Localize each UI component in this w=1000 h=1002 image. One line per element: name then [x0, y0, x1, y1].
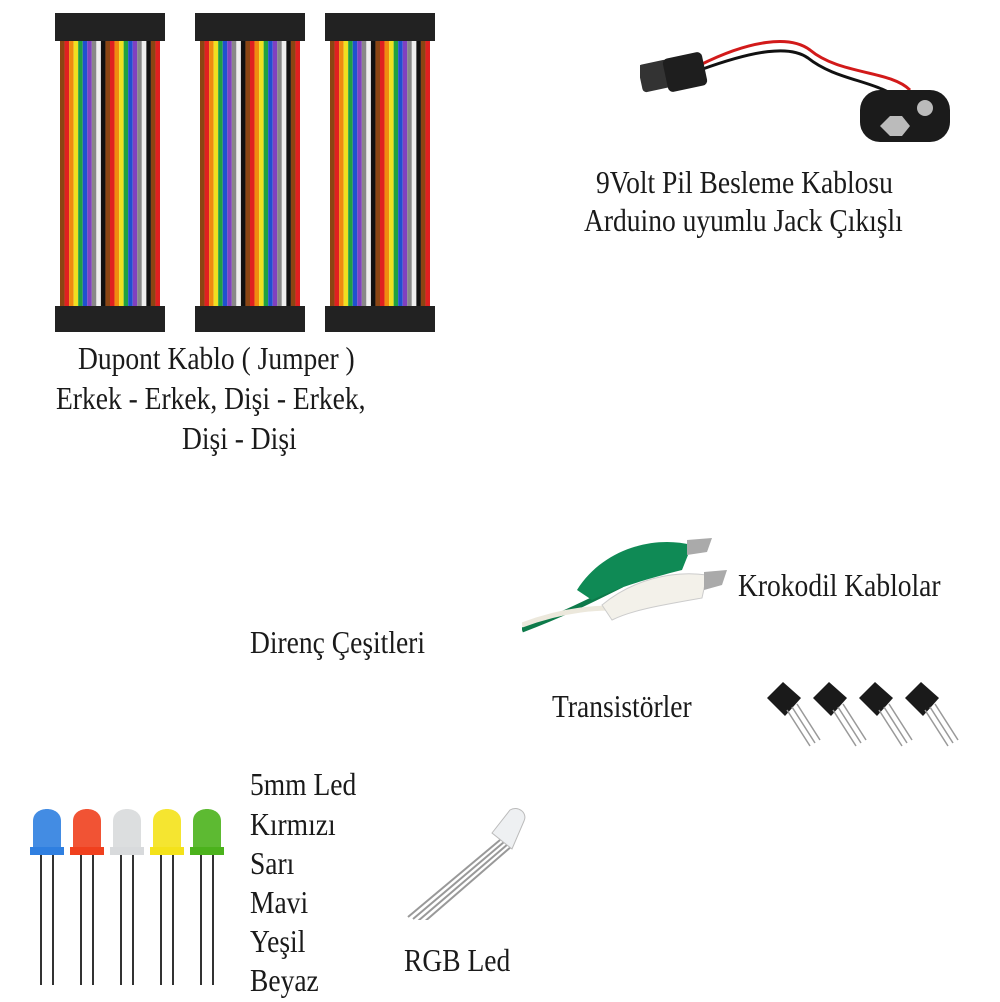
led-title: 5mm Led: [250, 766, 357, 802]
battery-label-line1: 9Volt Pil Besleme Kablosu: [596, 164, 893, 200]
led-color-red: Kırmızı: [250, 806, 336, 842]
direnc-label: Direnç Çeşitleri: [250, 624, 425, 660]
battery-cable-image: [640, 40, 950, 142]
dupont-label-line2: Erkek - Erkek, Dişi - Erkek,: [56, 380, 366, 416]
krokodil-label: Krokodil Kablolar: [738, 567, 941, 603]
rgb-led-image: [407, 807, 526, 920]
led-color-yellow: Sarı: [250, 845, 295, 881]
dupont-label-line1: Dupont Kablo ( Jumper ): [78, 340, 355, 376]
crocodile-clips-image: [522, 538, 727, 633]
led-color-blue: Mavi: [250, 884, 309, 920]
transistors-image: [767, 682, 959, 747]
dupont-label-line3: Dişi - Dişi: [182, 420, 297, 456]
led-color-white: Beyaz: [250, 962, 319, 998]
leds-image: [30, 809, 224, 985]
transistor-label: Transistörler: [552, 688, 692, 724]
led-color-green: Yeşil: [250, 923, 306, 959]
battery-label-line2: Arduino uyumlu Jack Çıkışlı: [584, 202, 903, 238]
dupont-cables-image: [55, 13, 435, 332]
rgb-led-label: RGB Led: [404, 942, 511, 978]
